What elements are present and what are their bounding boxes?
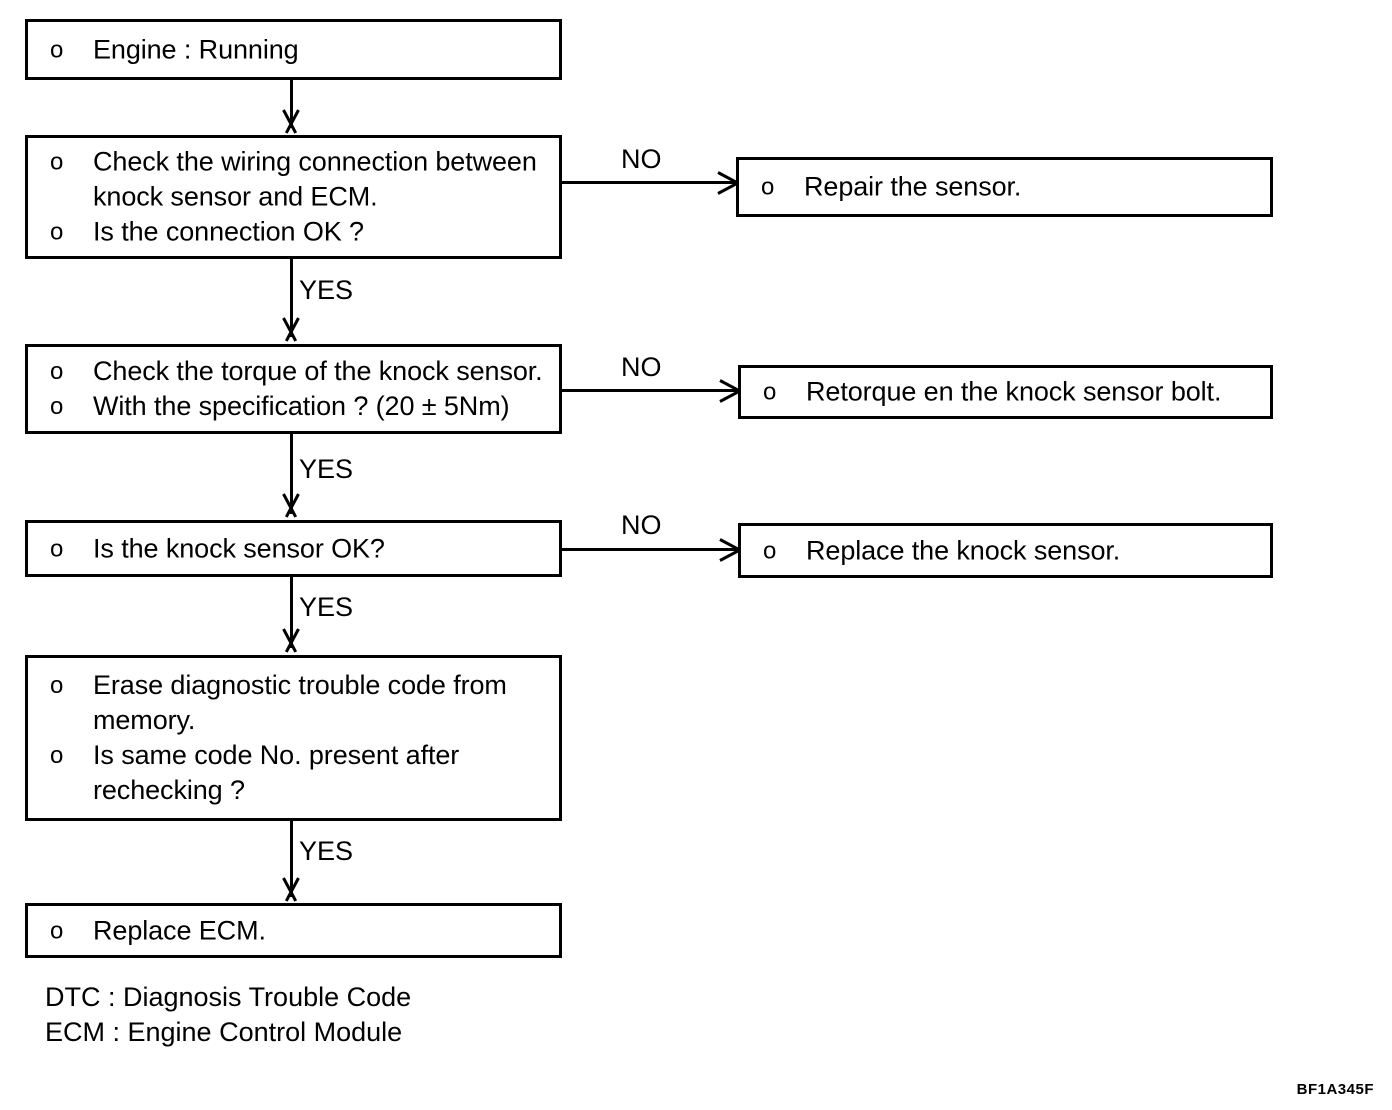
bullet-marker-icon: o bbox=[50, 917, 64, 944]
bullet-item: o Replace the knock sensor. bbox=[763, 533, 1260, 568]
bullet-marker-icon: o bbox=[50, 218, 64, 246]
connector-engine-to-wiring bbox=[290, 80, 293, 128]
bullet-item: o Is the knock sensor OK? bbox=[50, 531, 549, 566]
node-check-wiring: o Check the wiring connection between kno… bbox=[25, 135, 562, 259]
node-repair-sensor-content: o Repair the sensor. bbox=[761, 170, 1260, 205]
bullet-item: o With the specification ? (20 ± 5Nm) bbox=[50, 389, 549, 424]
node-sensor-ok: o Is the knock sensor OK? bbox=[25, 520, 562, 577]
arrowhead-down-3 bbox=[278, 494, 304, 516]
node-replace-sensor: o Replace the knock sensor. bbox=[738, 523, 1273, 578]
bullet-marker-icon: o bbox=[763, 378, 777, 406]
connector-torque-no bbox=[562, 389, 746, 392]
bullet-item: o Replace ECM. bbox=[50, 913, 549, 948]
legend-line-ecm: ECM : Engine Control Module bbox=[45, 1017, 403, 1047]
node-replace-ecm-content: o Replace ECM. bbox=[50, 913, 549, 948]
node-repair-sensor: o Repair the sensor. bbox=[736, 157, 1273, 217]
figure-code: BF1A345F bbox=[1296, 1081, 1374, 1098]
bullet-marker-icon: o bbox=[50, 742, 64, 769]
node-check-wiring-content: o Check the wiring connection between kno… bbox=[50, 145, 549, 250]
connector-wiring-yes bbox=[290, 259, 293, 337]
bullet-text: Check the wiring connection between knoc… bbox=[93, 146, 537, 212]
arrowhead-down-2 bbox=[278, 318, 304, 340]
bullet-text: Erase diagnostic trouble code from memor… bbox=[93, 670, 507, 735]
node-erase-dtc-content: o Erase diagnostic trouble code from memo… bbox=[50, 668, 549, 808]
node-engine-running: o Engine : Running bbox=[25, 19, 562, 80]
branch-label-yes-4: YES bbox=[299, 836, 354, 866]
bullet-item: o Check the wiring connection between kno… bbox=[50, 145, 549, 215]
bullet-text: Repair the sensor. bbox=[804, 171, 1022, 202]
branch-label-yes-3: YES bbox=[299, 592, 354, 622]
bullet-marker-icon: o bbox=[50, 393, 64, 420]
connector-erasedtc-yes bbox=[290, 821, 293, 897]
bullet-text: With the specification ? (20 ± 5Nm) bbox=[93, 391, 510, 421]
bullet-text: Replace the knock sensor. bbox=[806, 535, 1121, 565]
connector-wiring-no bbox=[562, 181, 744, 184]
bullet-text: Is the connection OK ? bbox=[93, 216, 364, 247]
node-retorque-bolt-content: o Retorque en the knock sensor bolt. bbox=[763, 375, 1260, 410]
branch-label-yes-1: YES bbox=[299, 275, 354, 305]
bullet-text: Retorque en the knock sensor bolt. bbox=[806, 376, 1222, 407]
arrowhead-down-1 bbox=[278, 110, 304, 132]
bullet-text: Engine : Running bbox=[93, 34, 299, 64]
bullet-marker-icon: o bbox=[50, 36, 64, 63]
bullet-text: Replace ECM. bbox=[93, 915, 266, 945]
bullet-text: Check the torque of the knock sensor. bbox=[93, 356, 543, 386]
arrowhead-down-5 bbox=[278, 878, 304, 900]
connector-sensorok-yes bbox=[290, 577, 293, 648]
node-sensor-ok-content: o Is the knock sensor OK? bbox=[50, 531, 549, 566]
connector-torque-yes bbox=[290, 434, 293, 514]
node-check-torque: o Check the torque of the knock sensor. o… bbox=[25, 344, 562, 434]
bullet-item: o Retorque en the knock sensor bolt. bbox=[763, 375, 1260, 410]
bullet-marker-icon: o bbox=[50, 672, 64, 699]
node-engine-running-content: o Engine : Running bbox=[50, 32, 549, 67]
bullet-marker-icon: o bbox=[50, 535, 64, 562]
bullet-marker-icon: o bbox=[50, 358, 64, 385]
connector-sensorok-no bbox=[562, 548, 746, 551]
bullet-item: o Erase diagnostic trouble code from memo… bbox=[50, 668, 549, 738]
branch-label-yes-2: YES bbox=[299, 454, 354, 484]
node-check-torque-content: o Check the torque of the knock sensor. o… bbox=[50, 354, 549, 424]
abbreviation-legend: DTC : Diagnosis Trouble Code ECM : Engin… bbox=[45, 980, 411, 1050]
bullet-item: o Check the torque of the knock sensor. bbox=[50, 354, 549, 389]
legend-line-dtc: DTC : Diagnosis Trouble Code bbox=[45, 982, 412, 1012]
bullet-item: o Is the connection OK ? bbox=[50, 215, 549, 250]
branch-label-no-2: NO bbox=[621, 352, 662, 382]
node-erase-dtc: o Erase diagnostic trouble code from memo… bbox=[25, 655, 562, 821]
bullet-item: o Repair the sensor. bbox=[761, 170, 1260, 205]
branch-label-no-1: NO bbox=[621, 144, 662, 174]
bullet-text: Is the knock sensor OK? bbox=[93, 533, 385, 563]
bullet-item: o Is same code No. present after rechecki… bbox=[50, 738, 549, 808]
node-retorque-bolt: o Retorque en the knock sensor bolt. bbox=[738, 365, 1273, 419]
bullet-marker-icon: o bbox=[763, 537, 777, 564]
node-replace-ecm: o Replace ECM. bbox=[25, 903, 562, 958]
bullet-text: Is same code No. present after recheckin… bbox=[93, 740, 460, 805]
bullet-marker-icon: o bbox=[761, 173, 775, 201]
branch-label-no-3: NO bbox=[621, 510, 662, 540]
bullet-item: o Engine : Running bbox=[50, 32, 549, 67]
node-replace-sensor-content: o Replace the knock sensor. bbox=[763, 533, 1260, 568]
arrowhead-down-4 bbox=[278, 629, 304, 651]
bullet-marker-icon: o bbox=[50, 148, 64, 176]
